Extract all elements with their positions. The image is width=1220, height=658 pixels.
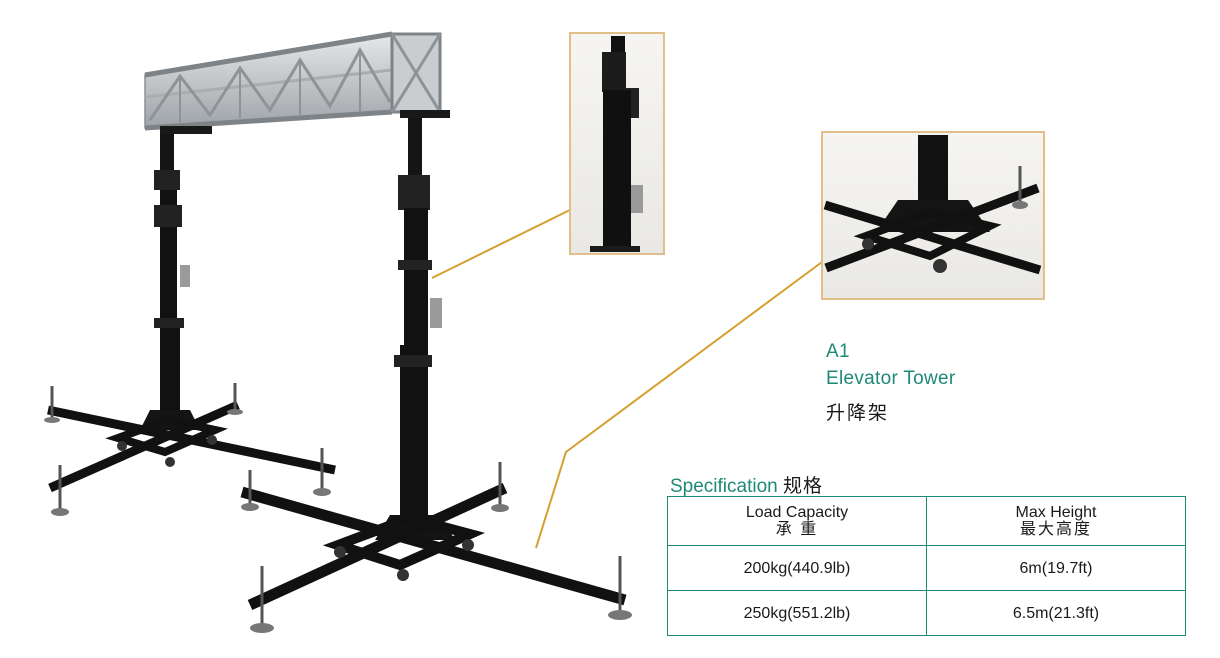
specification-table: Load Capacity 承 重 Max Height 最大高度 200kg(… — [667, 496, 1186, 636]
product-name-english: Elevator Tower — [826, 368, 956, 389]
table-cell-load-capacity: 250kg(551.2lb) — [667, 590, 927, 636]
column-header-label-chinese: 承 重 — [775, 521, 819, 538]
detail-mast-closeup — [569, 32, 665, 255]
column-header-max-height: Max Height 最大高度 — [926, 496, 1186, 546]
product-name-chinese: 升降架 — [826, 403, 890, 424]
column-header-label-english: Max Height — [1015, 504, 1097, 521]
callout-lines — [431, 204, 823, 549]
specification-heading: Specification 规格 — [670, 471, 823, 498]
right-tower — [240, 118, 632, 633]
column-header-label-chinese: 最大高度 — [1019, 521, 1092, 538]
table-cell-max-height: 6.5m(21.3ft) — [926, 590, 1186, 636]
detail-base-closeup — [821, 131, 1045, 300]
table-header-row: Load Capacity 承 重 Max Height 最大高度 — [667, 496, 1186, 546]
aluminum-truss — [144, 31, 450, 134]
left-tower — [44, 134, 336, 516]
table-row: 250kg(551.2lb) 6.5m(21.3ft) — [667, 590, 1186, 636]
specification-heading-english: Specification — [670, 476, 778, 497]
product-code: A1 — [826, 341, 850, 362]
column-header-label-english: Load Capacity — [745, 504, 849, 521]
specification-heading-chinese: 规格 — [783, 476, 824, 497]
table-cell-max-height: 6m(19.7ft) — [926, 545, 1186, 591]
table-cell-load-capacity: 200kg(440.9lb) — [667, 545, 927, 591]
column-header-load-capacity: Load Capacity 承 重 — [667, 496, 927, 546]
table-row: 200kg(440.9lb) 6m(19.7ft) — [667, 545, 1186, 591]
